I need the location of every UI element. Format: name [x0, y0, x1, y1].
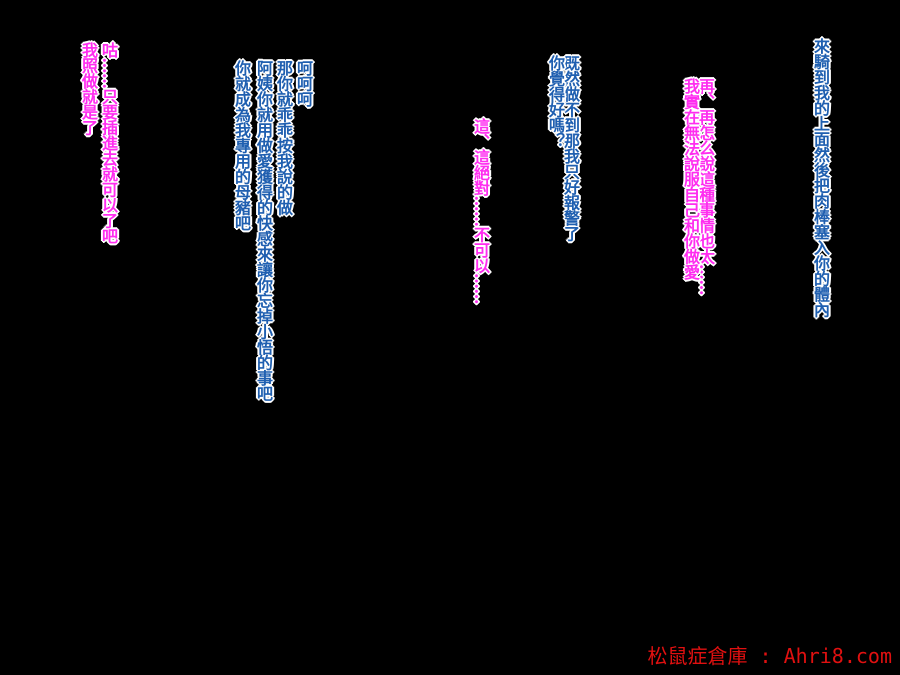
dialogue-line: 你就成為我專用的母豬吧 [232, 60, 251, 231]
dialogue-line: 那你就乖乖按我說的做 [274, 60, 293, 215]
dialogue-line: 咕……只要插進去就可以了吧 [99, 42, 118, 244]
dialogue-line: 我實在無法說服自己和你做愛 [681, 78, 700, 280]
dialogue-line: 再、再怎么說這種事情也太…… [696, 78, 715, 295]
dialogue-line: 既然做不到那我只好報警了 [561, 55, 580, 241]
dialogue-line: 阿姨你就用做愛獲得的快感來讓你忘掉小悟的事吧 [254, 60, 273, 401]
watermark: 松鼠症倉庫 : Ahri8.com [647, 644, 893, 668]
dialogue-line: 呵呵呵 [294, 60, 313, 107]
dialogue-line: 來騎到我的上面然後把肉棒塞入你的體內 [811, 38, 830, 317]
dialogue-line: 你覺得好嗎？ [546, 55, 565, 148]
dialogue-line: 我照做就是了 [79, 42, 98, 135]
dialogue-line: 這、這絕對……不可以…… [471, 118, 490, 304]
